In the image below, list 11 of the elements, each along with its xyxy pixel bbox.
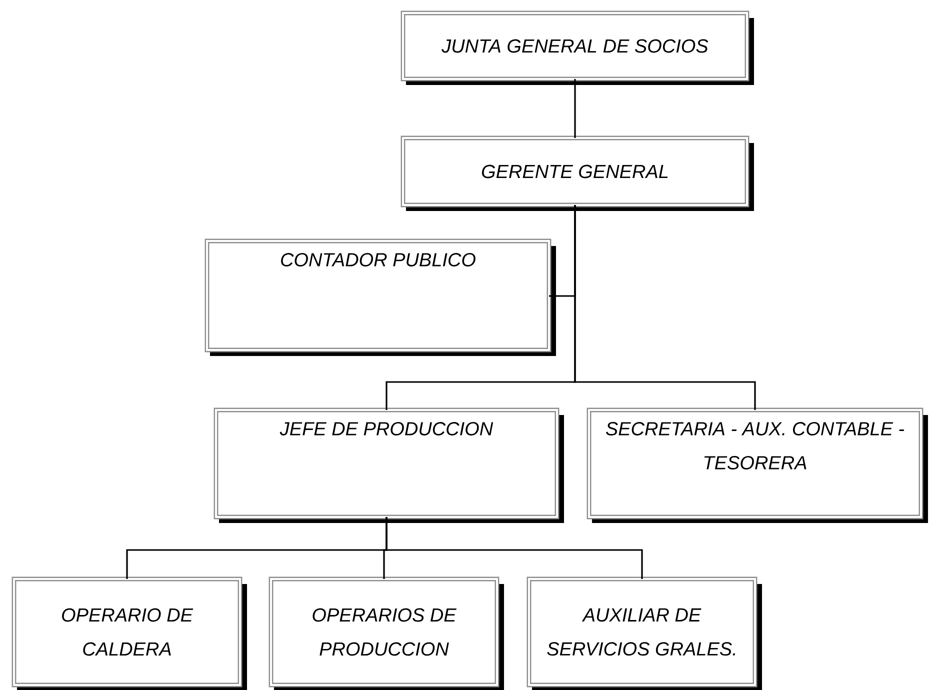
org-box: OPERARIOS DE PRODUCCION	[268, 576, 504, 690]
connector-line	[574, 79, 576, 138]
org-box: GERENTE GENERAL	[400, 136, 754, 211]
org-box: OPERARIO DE CALDERA	[12, 576, 247, 690]
org-box: JUNTA GENERAL DE SOCIOS	[400, 10, 754, 85]
org-box: CONTADOR PUBLICO	[204, 238, 556, 356]
org-box: JEFE DE PRODUCCION	[214, 408, 564, 523]
org-box: AUXILIAR DE SERVICIOS GRALES.	[526, 576, 762, 690]
org-box: SECRETARIA - AUX. CONTABLE - TESORERA	[586, 408, 928, 523]
connector-line	[574, 205, 756, 410]
connector-line	[386, 517, 643, 579]
